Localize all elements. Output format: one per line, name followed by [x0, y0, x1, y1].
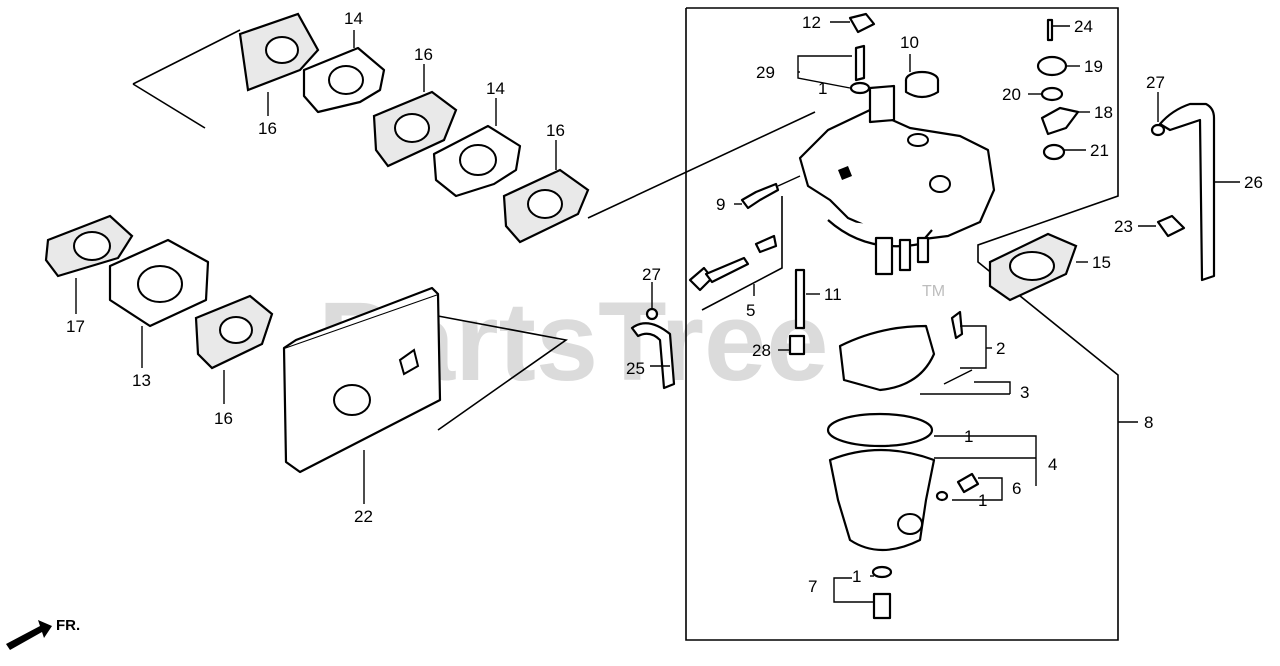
callout-19: 19 — [1084, 57, 1103, 76]
callout-21: 21 — [1090, 141, 1109, 160]
callout-26: 26 — [1244, 173, 1263, 192]
clip-27-right — [1150, 123, 1166, 137]
callout-6: 6 — [1012, 479, 1021, 498]
callout-17: 17 — [66, 317, 85, 336]
callout-5: 5 — [746, 301, 755, 320]
leader-lines — [75, 21, 1240, 603]
callout-1: 1 — [852, 567, 861, 586]
trademark-mark: TM — [922, 283, 945, 300]
screw-29 — [854, 44, 866, 82]
washer-20 — [1040, 86, 1064, 102]
callout-1: 1 — [964, 427, 973, 446]
callout-22: 22 — [354, 507, 373, 526]
jet-28 — [788, 334, 806, 356]
callout-15: 15 — [1092, 253, 1111, 272]
callout-16: 16 — [546, 121, 565, 140]
callout-8: 8 — [1144, 413, 1153, 432]
callout-24: 24 — [1074, 17, 1093, 36]
bracket-12 — [848, 12, 876, 34]
lever-18 — [1040, 106, 1080, 136]
callout-2: 2 — [996, 339, 1005, 358]
callout-16: 16 — [414, 45, 433, 64]
callout-12: 12 — [802, 13, 821, 32]
breather-tube-26 — [1158, 102, 1216, 282]
screw-24 — [1046, 18, 1054, 42]
carburetor-body — [798, 84, 996, 276]
gasket-stack-upper — [132, 12, 816, 244]
callout-9: 9 — [716, 195, 725, 214]
fuel-tube-25 — [630, 322, 676, 390]
callout-25: 25 — [626, 359, 645, 378]
front-direction-arrow-icon — [6, 620, 52, 650]
callout-14: 14 — [344, 9, 363, 28]
callout-27: 27 — [1146, 73, 1165, 92]
callout-11: 11 — [824, 285, 842, 304]
callout-29: 29 — [756, 63, 775, 82]
callout-4: 4 — [1048, 455, 1057, 474]
callout-3: 3 — [1020, 383, 1029, 402]
gasket-stack-lower — [44, 214, 274, 370]
heat-shield-22 — [282, 286, 569, 474]
clip-27-left — [645, 307, 659, 321]
callout-18: 18 — [1094, 103, 1113, 122]
clip-23 — [1156, 214, 1186, 238]
jet-11 — [794, 268, 806, 330]
float-2 — [838, 324, 936, 392]
front-direction-label: FR. — [56, 617, 80, 634]
callout-1: 1 — [978, 491, 987, 510]
callout-16: 16 — [258, 119, 277, 138]
plate-19 — [1036, 55, 1068, 77]
callout-23: 23 — [1114, 217, 1133, 236]
screw-9 — [740, 182, 780, 210]
drain-screw-6 — [956, 472, 980, 494]
callout-20: 20 — [1002, 85, 1021, 104]
callout-13: 13 — [132, 371, 151, 390]
float-pin-3 — [943, 369, 973, 385]
callout-14: 14 — [486, 79, 505, 98]
float-valve-2 — [950, 310, 964, 340]
washer-1-bottom — [871, 565, 893, 579]
callout-7: 7 — [808, 577, 817, 596]
callout-16: 16 — [214, 409, 233, 428]
assembly-frame — [685, 7, 1119, 641]
float-bowl-4 — [826, 412, 936, 551]
callout-27: 27 — [642, 265, 661, 284]
washer-1-top — [849, 81, 871, 95]
callout-28: 28 — [752, 341, 771, 360]
callout-numbers: 14 16 16 14 16 17 13 16 22 27 25 12 29 1… — [66, 9, 1263, 596]
bolt-7 — [872, 592, 892, 620]
callout-1: 1 — [818, 79, 827, 98]
callout-10: 10 — [900, 33, 919, 52]
seal-21 — [1042, 143, 1066, 161]
